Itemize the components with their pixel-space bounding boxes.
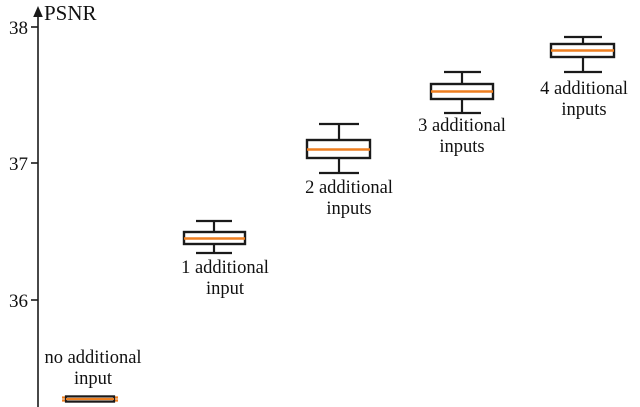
y-tick-label-37: 37 [9, 154, 28, 175]
group-label-line1: 4 additional [540, 79, 628, 99]
group-label-line2: inputs [439, 137, 485, 157]
group-label-line2: input [73, 369, 113, 389]
y-axis-ticks [31, 26, 38, 301]
y-axis-title: PSNR [44, 1, 97, 25]
group-label-3-additional-inputs: 3 additional inputs [366, 116, 558, 158]
y-axis [33, 6, 43, 407]
box-1-additional-input [182, 219, 247, 255]
group-label-1-additional-input: 1 additional input [130, 258, 320, 300]
group-label-line2: input [205, 279, 245, 299]
group-label-line1: 1 additional [181, 258, 269, 278]
box-3-additional-inputs [429, 70, 495, 115]
box-2-additional-inputs [305, 122, 372, 175]
box-4-additional-inputs [549, 35, 616, 74]
group-label-line1: 2 additional [305, 178, 393, 198]
group-label-line2: inputs [326, 199, 372, 219]
group-label-no-additional-input: no additional input [0, 348, 186, 390]
box-no-additional-input [62, 395, 118, 403]
y-tick-label-36: 36 [9, 291, 28, 312]
group-label-line1: 3 additional [418, 116, 506, 136]
group-label-4-additional-inputs: 4 additional inputs [488, 79, 640, 121]
group-label-line2: inputs [561, 100, 607, 120]
group-label-line1: no additional [44, 348, 142, 368]
group-label-2-additional-inputs: 2 additional inputs [253, 178, 445, 220]
y-tick-label-38: 38 [9, 18, 28, 39]
